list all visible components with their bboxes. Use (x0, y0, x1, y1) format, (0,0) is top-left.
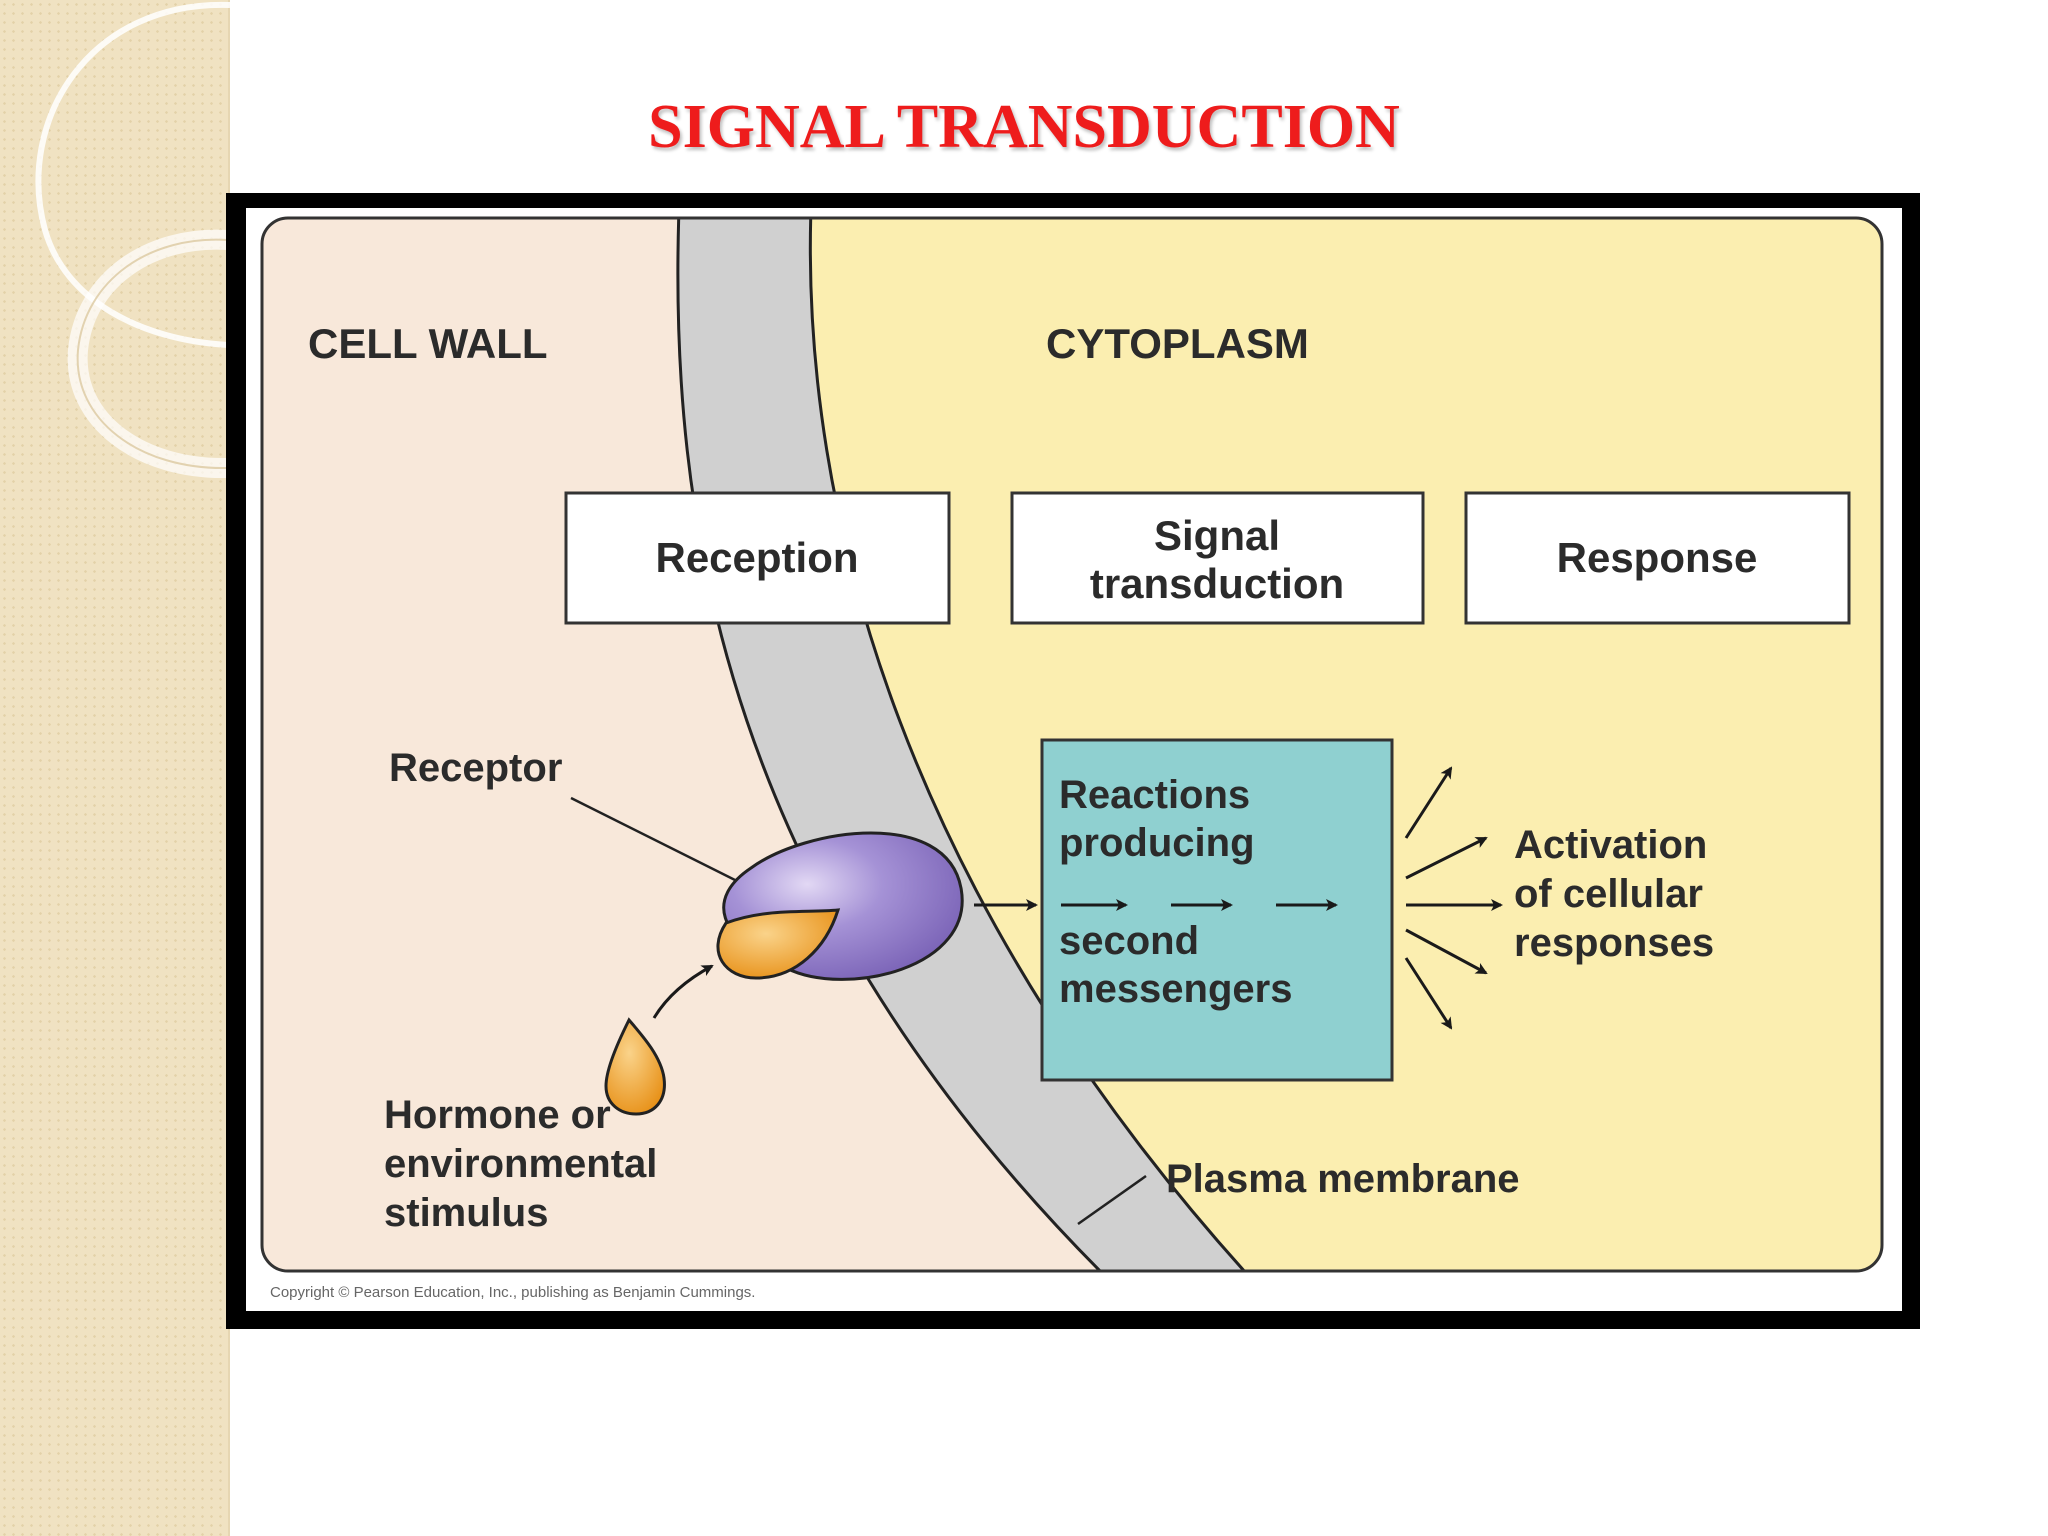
decorative-side-band (0, 0, 230, 1536)
cytoplasm-label: CYTOPLASM (1046, 320, 1309, 367)
stimulus-label-2: environmental (384, 1142, 657, 1186)
stage-transduction-label-2: transduction (1090, 560, 1344, 607)
activation-label-3: responses (1514, 921, 1714, 965)
stage-response: Response (1464, 491, 1851, 625)
activation-label-2: of cellular (1514, 872, 1703, 916)
cell-wall-label: CELL WALL (308, 320, 548, 367)
stage-reception-label: Reception (655, 534, 858, 581)
hormone-binding-arrow (652, 964, 714, 1019)
cell-wall-region (262, 218, 1141, 1271)
slide-title: SIGNAL TRANSDUCTION (648, 93, 1400, 161)
free-hormone (604, 1017, 666, 1116)
panel-border (260, 216, 1884, 1273)
reactions-label-1: Reactions (1059, 773, 1250, 817)
reactions-label-4: messengers (1059, 967, 1292, 1011)
response-arrow-2 (1405, 836, 1488, 880)
stage-transduction-label-1: Signal (1154, 512, 1280, 559)
copyright-notice: Copyright © Pearson Education, Inc., pub… (270, 1284, 755, 1301)
stage-response-label: Response (1557, 534, 1758, 581)
receptor-pointer-line (570, 796, 752, 890)
response-arrow-1 (1404, 766, 1453, 839)
stimulus-label-1: Hormone or (384, 1093, 611, 1137)
response-arrow-4 (1405, 928, 1488, 975)
bound-hormone (716, 908, 841, 980)
reactions-box: Reactions producing second messengers (1040, 738, 1394, 1082)
diagram-panel: CELL WALL CYTOPLASM Reception Signal tra… (246, 208, 1902, 1311)
diagram-frame: CELL WALL CYTOPLASM Reception Signal tra… (226, 193, 1920, 1329)
plasma-membrane-band (677, 218, 1281, 1271)
signal-transduction-diagram: CELL WALL CYTOPLASM Reception Signal tra… (260, 216, 1884, 1301)
stimulus-label-3: stimulus (384, 1191, 548, 1235)
receptor-label: Receptor (389, 746, 562, 790)
decorative-rings (35, 1, 231, 479)
plasma-membrane-label: Plasma membrane (1166, 1157, 1520, 1201)
reactions-label-3: second (1059, 919, 1199, 963)
stage-signal-transduction: Signal transduction (1010, 491, 1425, 625)
reactions-label-2: producing (1059, 821, 1255, 865)
activation-label-1: Activation (1514, 823, 1707, 867)
plasma-membrane-pointer-line (1077, 1174, 1147, 1226)
response-arrow-5 (1404, 957, 1453, 1030)
stage-reception: Reception (564, 491, 951, 625)
